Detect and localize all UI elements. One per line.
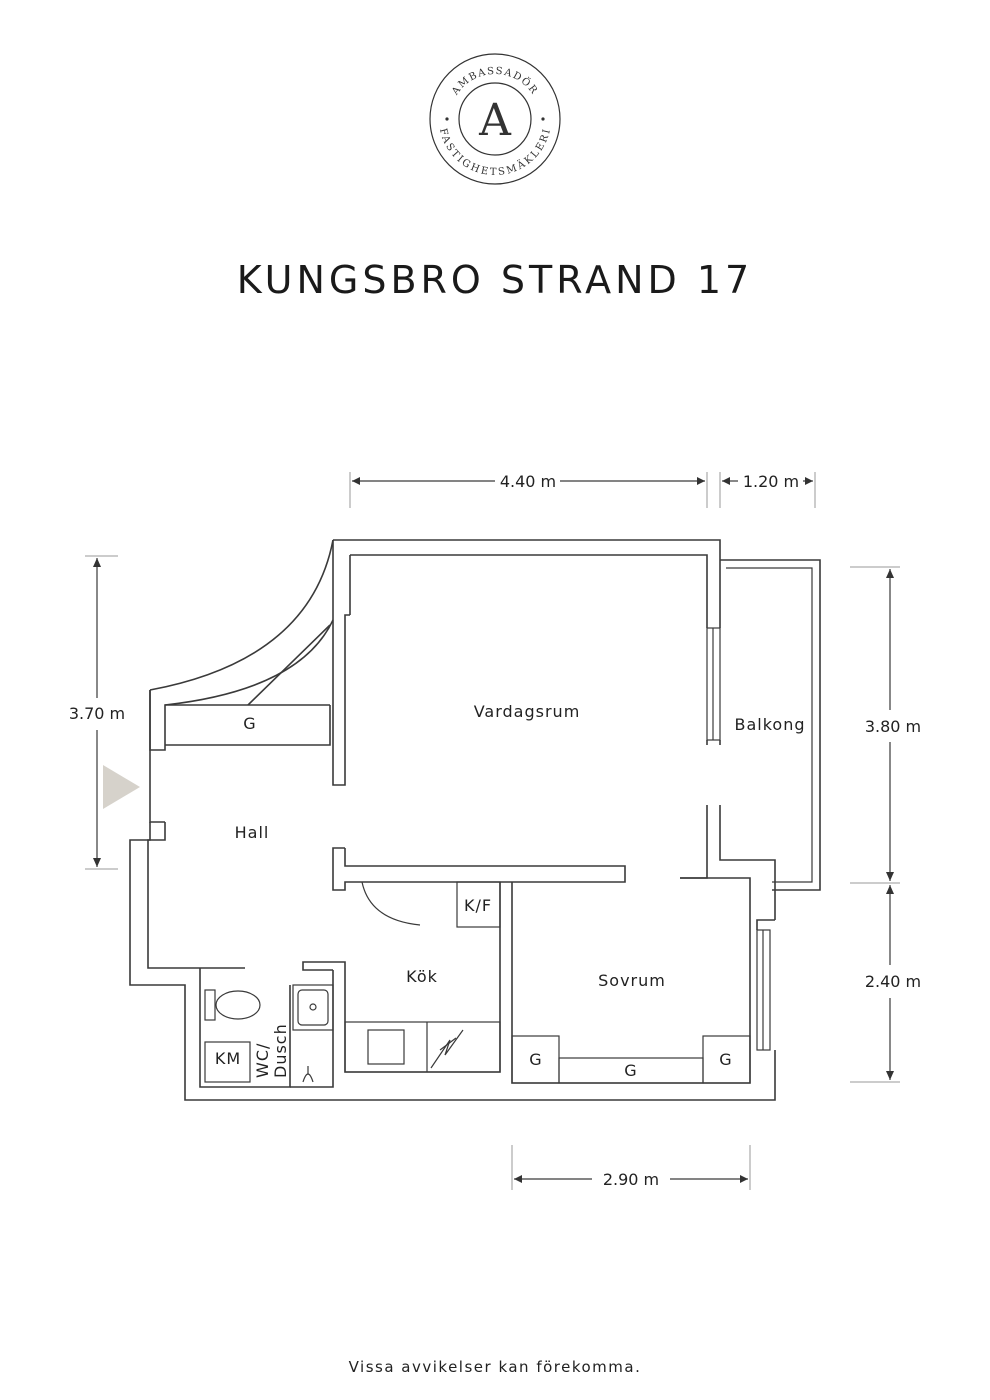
dim-left: 3.70 m [69, 704, 125, 723]
storage-label-hall: G [243, 714, 256, 733]
storage-label-sovrum-mid: G [624, 1061, 637, 1080]
dim-right-upper: 3.80 m [865, 717, 921, 736]
dim-bottom: 2.90 m [603, 1170, 659, 1189]
room-label-dusch: Dusch [271, 1023, 290, 1078]
room-label-kf: K/F [464, 896, 492, 915]
living-room-walls [165, 554, 721, 891]
kitchen [302, 881, 501, 1073]
logo-monogram: A [478, 95, 512, 146]
dim-top-living: 4.40 m [500, 472, 556, 491]
page-title: KUNGSBRO STRAND 17 [236, 258, 754, 302]
disclaimer: Vissa avvikelser kan förekomma. [348, 1358, 642, 1376]
outer-walls [129, 539, 776, 1101]
room-label-balkong: Balkong [734, 715, 805, 734]
room-label-wc: WC/ [253, 1043, 272, 1078]
dim-top-balcony: 1.20 m [743, 472, 799, 491]
dim-right-lower: 2.40 m [865, 972, 921, 991]
room-label-hall: Hall [235, 823, 270, 842]
bedroom [511, 877, 775, 1084]
room-label-km: KM [215, 1049, 241, 1068]
storage-label-sovrum-right: G [719, 1050, 732, 1069]
room-label-vardagsrum: Vardagsrum [474, 702, 581, 721]
storage-label-sovrum-left: G [529, 1050, 542, 1069]
balcony [720, 559, 821, 891]
agency-logo: AMBASSADÖR FASTIGHETSMÄKLERI A [429, 53, 561, 185]
dimension-lines [85, 472, 900, 1190]
room-label-sovrum: Sovrum [598, 971, 666, 990]
bathroom [199, 970, 334, 1088]
entrance-arrow-icon [103, 765, 140, 809]
room-label-kok: Kök [406, 967, 438, 986]
